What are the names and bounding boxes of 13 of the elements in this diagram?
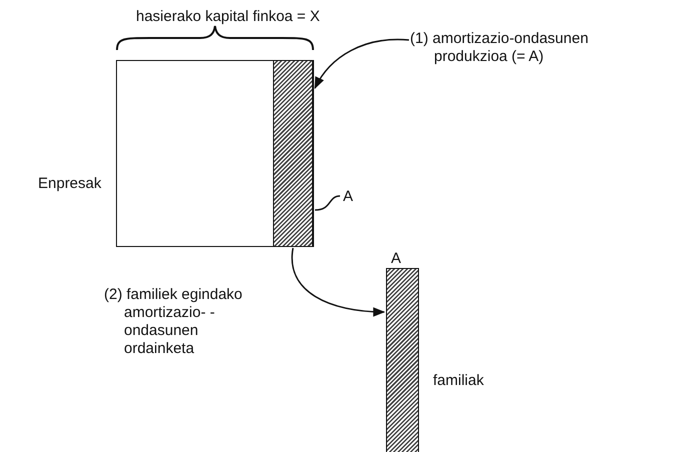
curved-arrow	[291, 248, 386, 316]
edge-label: (2) familiek egindako amortizazio- -ondasunen ordainketa	[104, 286, 244, 358]
brace-label: hasierako kapital finkoa = X	[136, 8, 320, 25]
curved-arrow	[314, 38, 410, 90]
node-caption: A	[391, 250, 402, 267]
node-label: (1) amortizazio-ondasunen produkzioa (= A)	[410, 30, 654, 66]
hatched-bar	[273, 60, 313, 246]
hatched-bar	[386, 268, 419, 452]
node-caption: Enpresak	[38, 175, 102, 192]
node-caption: familiak	[433, 372, 484, 389]
enterprise-box	[116, 60, 314, 247]
node-label: A	[343, 188, 354, 206]
leader-line	[314, 195, 340, 211]
